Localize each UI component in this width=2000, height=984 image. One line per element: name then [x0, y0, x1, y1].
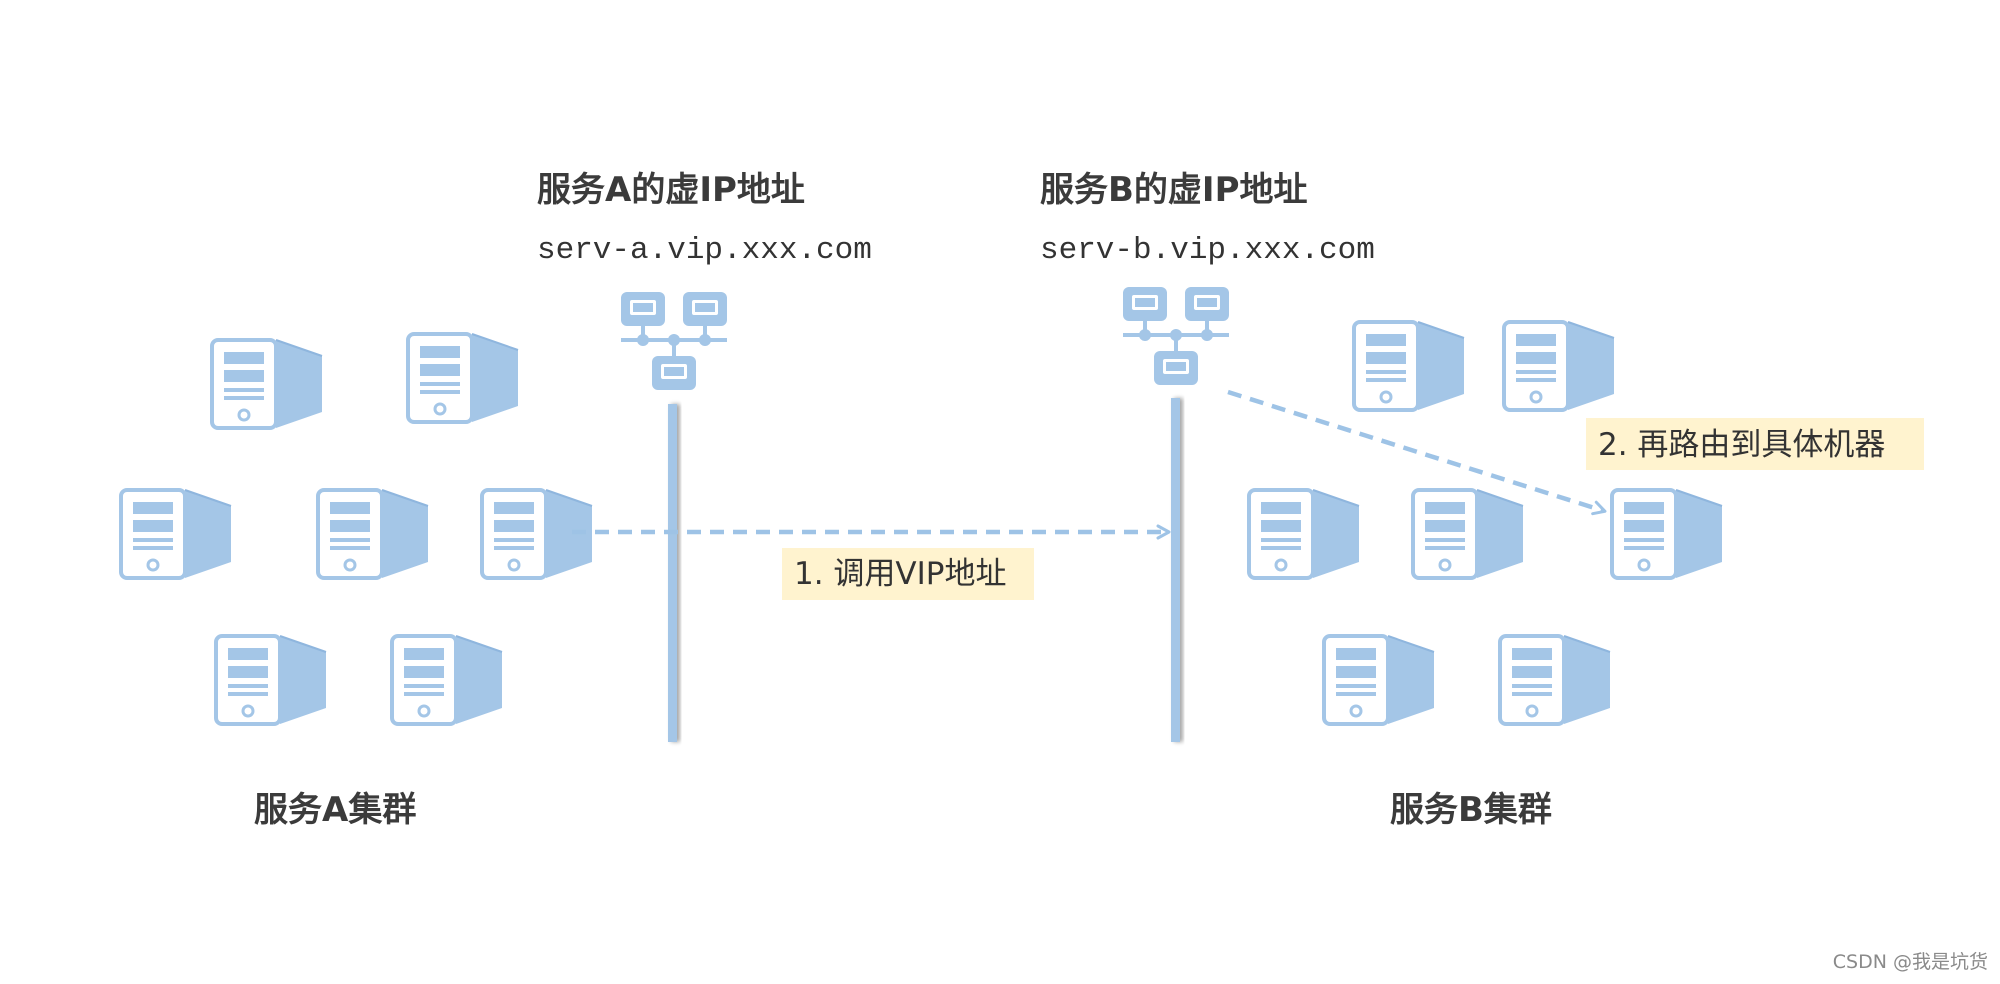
server-icon — [1352, 320, 1466, 412]
server-icon — [1411, 488, 1525, 580]
server-icon — [1247, 488, 1361, 580]
step-2-label: 2. 再路由到具体机器 — [1598, 427, 1885, 463]
vip-b-line — [1171, 398, 1180, 742]
cluster-a-label: 服务A集群 — [254, 790, 416, 830]
step-1-label: 1. 调用VIP地址 — [794, 556, 1006, 592]
vip-b-title: 服务B的虚IP地址 — [1040, 170, 1307, 210]
vip-a-domain: serv-a.vip.xxx.com — [537, 233, 872, 268]
server-icon — [214, 634, 328, 726]
step-1-label-bg — [782, 548, 1034, 600]
cluster-a — [119, 332, 594, 726]
watermark: CSDN @我是坑货 — [1833, 951, 1988, 973]
vip-b-domain: serv-b.vip.xxx.com — [1040, 233, 1375, 268]
server-icon — [406, 332, 520, 424]
vip-b-network-switch-icon — [1121, 285, 1231, 387]
server-icon — [316, 488, 430, 580]
vip-a-title: 服务A的虚IP地址 — [537, 170, 805, 210]
server-icon — [210, 338, 324, 430]
step-2-label-bg — [1586, 418, 1924, 470]
server-icon — [1322, 634, 1436, 726]
vip-a-network-switch-icon — [619, 290, 729, 392]
server-icon — [1502, 320, 1616, 412]
cluster-b-label: 服务B集群 — [1390, 790, 1552, 830]
cluster-b — [1247, 320, 1724, 726]
server-icon — [1498, 634, 1612, 726]
route-arrow — [1227, 389, 1607, 516]
server-icon — [390, 634, 504, 726]
server-icon — [119, 488, 233, 580]
vip-a-line — [668, 404, 677, 742]
server-icon — [1610, 488, 1724, 580]
